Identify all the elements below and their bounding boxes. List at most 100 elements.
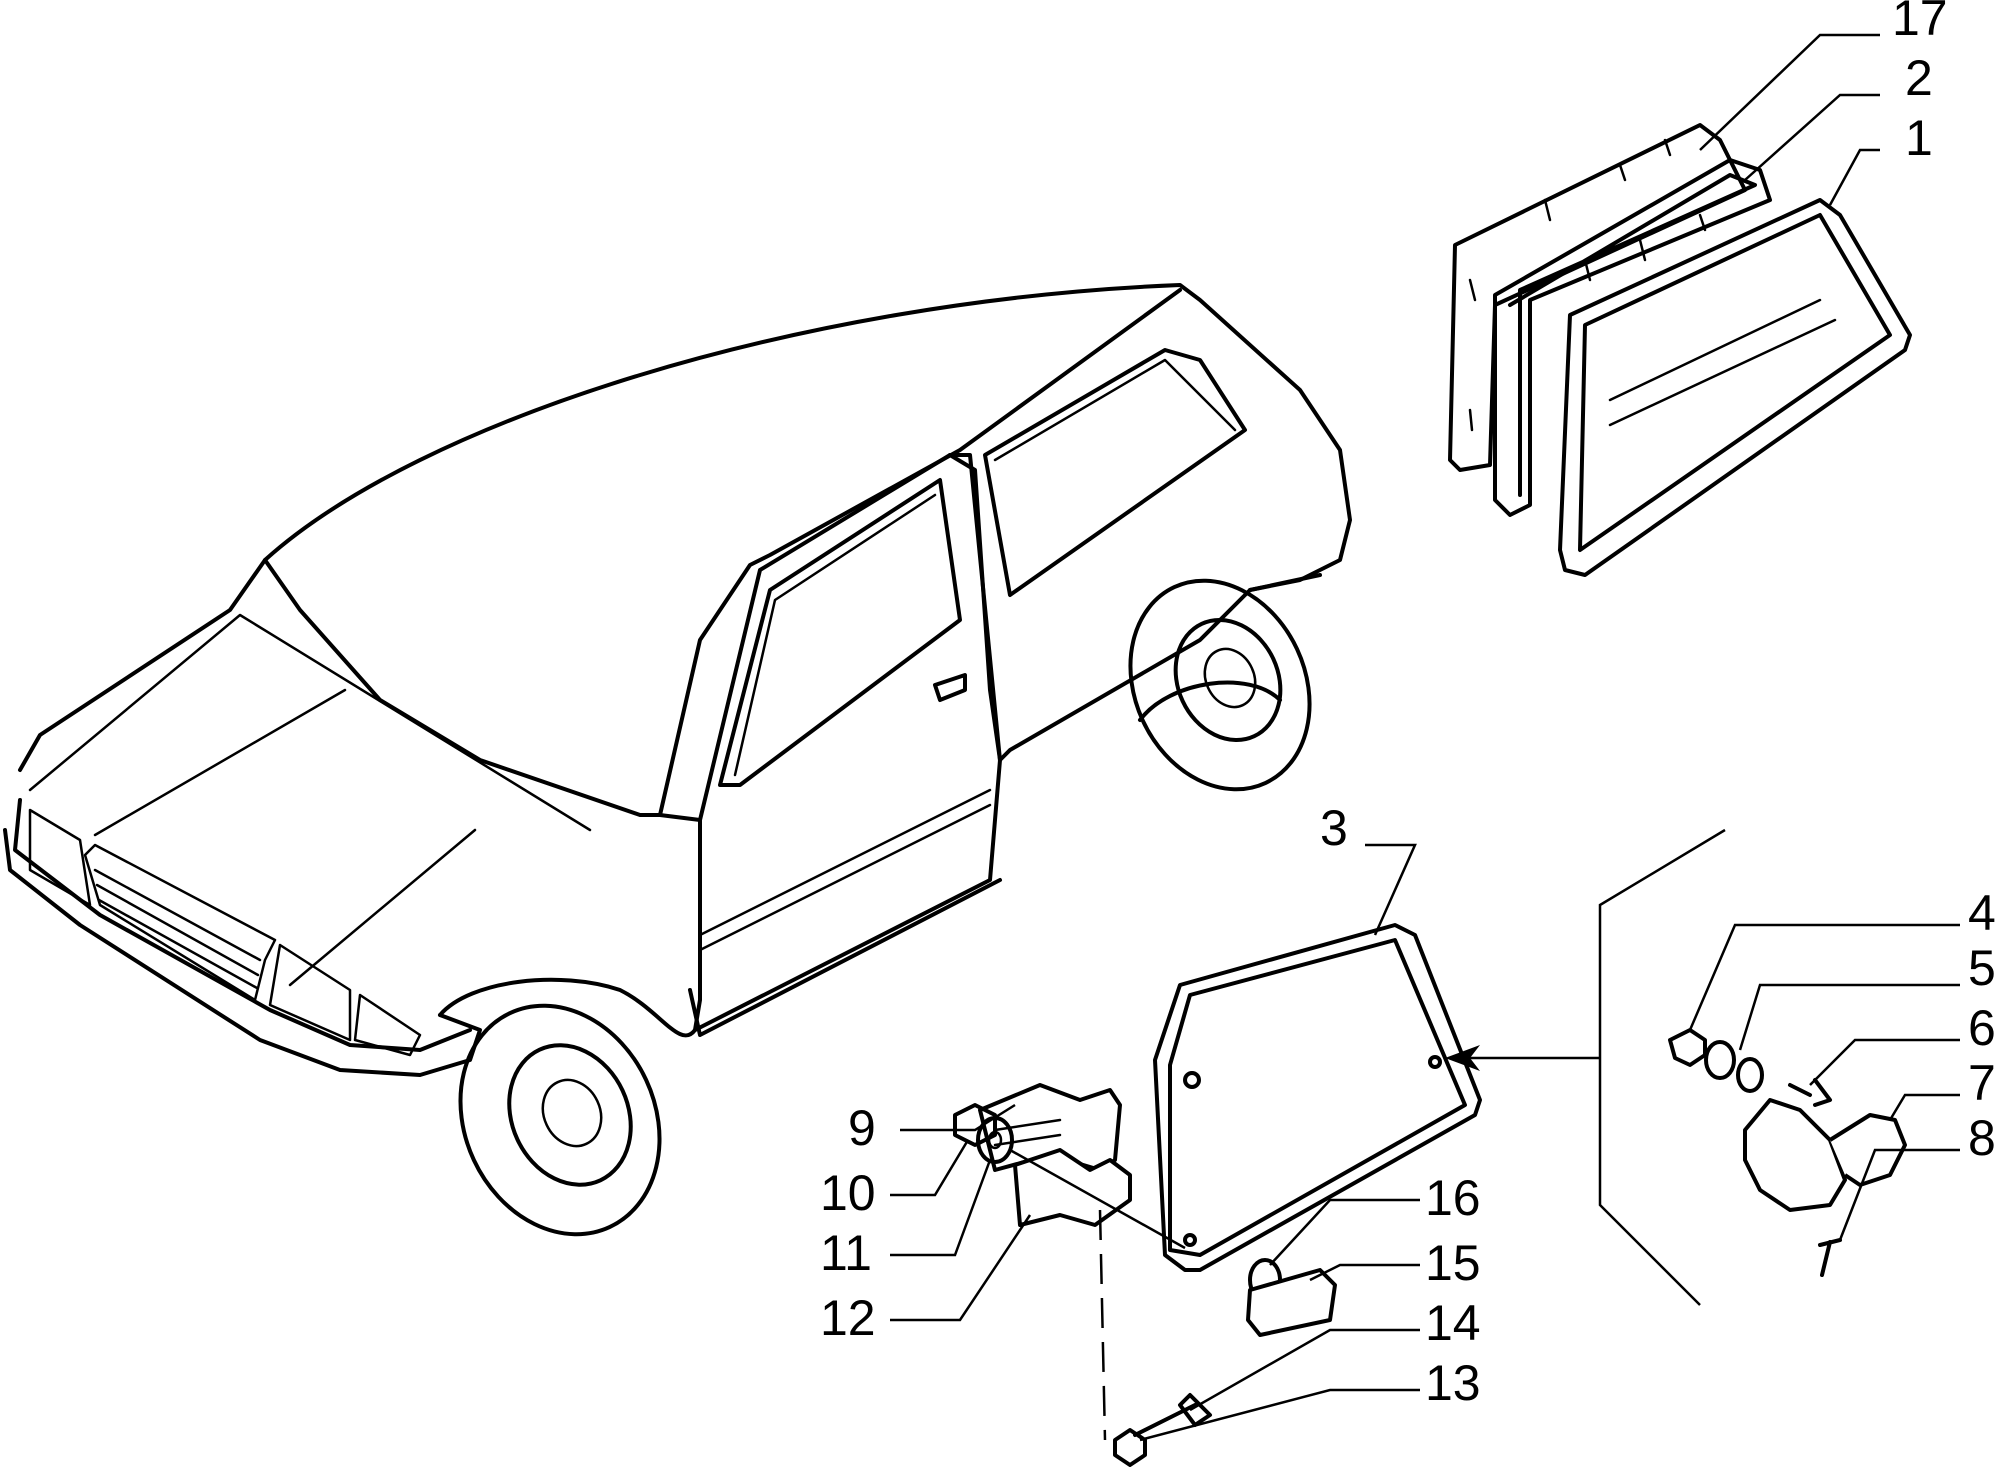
car-headlight-left bbox=[28, 808, 92, 907]
callout-10: 10 bbox=[820, 1165, 876, 1221]
leader-11 bbox=[890, 1159, 992, 1257]
leader-17 bbox=[1699, 33, 1880, 151]
callout-17: 17 bbox=[1892, 0, 1948, 46]
callout-16: 16 bbox=[1425, 1170, 1481, 1226]
leader-1 bbox=[1828, 148, 1880, 206]
nut-13 bbox=[1113, 1428, 1147, 1467]
frame-1 bbox=[1558, 198, 1912, 577]
car-a-pillar bbox=[658, 453, 1002, 822]
latch-parts bbox=[1668, 1028, 1907, 1277]
callout-5: 5 bbox=[1968, 940, 1996, 996]
car-hood bbox=[18, 288, 1182, 817]
assembly-line-bolt bbox=[1098, 1209, 1107, 1441]
callout-7: 7 bbox=[1968, 1055, 1996, 1111]
leader-7 bbox=[1888, 1093, 1960, 1121]
car-rear-tire bbox=[1128, 578, 1312, 792]
car-side-moulding bbox=[698, 788, 992, 952]
leader-lines bbox=[890, 33, 1960, 1442]
latch-body-7 bbox=[1743, 1098, 1847, 1212]
assembly-line-washer bbox=[1009, 1148, 1186, 1250]
car-rear-side-window bbox=[983, 348, 1247, 597]
callout-4: 4 bbox=[1968, 885, 1996, 941]
car-rear-wheel-arch bbox=[1138, 680, 1282, 722]
car-illustration bbox=[3, 283, 1352, 1237]
car-front-tire bbox=[458, 1003, 662, 1237]
callout-11: 11 bbox=[820, 1225, 872, 1281]
cap-15 bbox=[1246, 1268, 1337, 1337]
callout-12: 12 bbox=[820, 1290, 876, 1346]
side-panel-3 bbox=[1153, 923, 1482, 1272]
window-assembly bbox=[1448, 123, 1912, 577]
callout-6: 6 bbox=[1968, 1000, 1996, 1056]
callout-3: 3 bbox=[1320, 800, 1348, 856]
detail-arrow-head bbox=[1445, 1045, 1480, 1071]
car-front-wheel-rim bbox=[507, 1043, 633, 1187]
glass-pane-17-streaks bbox=[1468, 138, 1672, 432]
window-seal-2 bbox=[1493, 158, 1772, 517]
side-panel-assembly bbox=[1153, 923, 1600, 1272]
side-panel-3-inner bbox=[1168, 938, 1467, 1257]
leader-12 bbox=[890, 1214, 1032, 1322]
washer-11-hole bbox=[987, 1130, 1003, 1150]
panel-hole-lower bbox=[1183, 1233, 1197, 1247]
window-seal-2-inner bbox=[1508, 173, 1757, 497]
car-door-window-inner bbox=[733, 493, 937, 777]
panel-hole-right bbox=[1428, 1055, 1442, 1069]
car-b-pillar bbox=[948, 453, 1002, 762]
callout-labels: 17 2 1 3 4 5 6 7 8 9 10 11 12 13 14 15 1… bbox=[820, 0, 1996, 1411]
leader-3 bbox=[1365, 843, 1417, 936]
panel-hole-upper bbox=[1183, 1071, 1201, 1089]
car-door-bottom bbox=[693, 758, 1002, 1032]
leader-6 bbox=[1809, 1038, 1960, 1086]
callout-9: 9 bbox=[848, 1100, 876, 1156]
leader-4 bbox=[1688, 923, 1960, 1031]
car-rear-hub bbox=[1203, 647, 1257, 709]
leader-2 bbox=[1744, 93, 1880, 181]
knob-4 bbox=[1668, 1028, 1707, 1067]
frame-1-glass-line bbox=[1608, 298, 1837, 427]
car-door-window bbox=[718, 478, 962, 787]
car-rear-wheel-rim bbox=[1173, 617, 1283, 743]
detail-bracket bbox=[1598, 828, 1726, 1306]
leader-10 bbox=[890, 1139, 970, 1197]
leader-15 bbox=[1309, 1263, 1420, 1282]
car-grille-slats bbox=[93, 868, 262, 990]
callout-2: 2 bbox=[1905, 50, 1933, 106]
washer-5b bbox=[1736, 1057, 1764, 1093]
latch-handle-7 bbox=[1828, 1113, 1907, 1187]
leader-16 bbox=[1269, 1198, 1420, 1266]
bolt-14 bbox=[1133, 1393, 1212, 1437]
car-hood-line-2 bbox=[288, 828, 477, 987]
leader-14 bbox=[1189, 1328, 1420, 1412]
screw-8 bbox=[1818, 1238, 1842, 1277]
car-front-face bbox=[13, 798, 472, 1052]
car-grille bbox=[83, 843, 277, 1002]
callout-1: 1 bbox=[1905, 110, 1933, 166]
leader-9 bbox=[900, 1103, 1016, 1132]
car-rear-side-window-inner bbox=[993, 358, 1237, 462]
callout-15: 15 bbox=[1425, 1235, 1481, 1291]
car-door-handle bbox=[933, 673, 967, 702]
car-front-hub bbox=[541, 1078, 603, 1148]
screw-6 bbox=[1788, 1078, 1832, 1107]
car-sill bbox=[688, 878, 1002, 1037]
car-roofline bbox=[263, 283, 1352, 592]
cover-9-ribs bbox=[993, 1118, 1062, 1147]
leader-13 bbox=[1139, 1388, 1420, 1442]
car-front-wheel-arch bbox=[438, 977, 697, 1038]
callout-8: 8 bbox=[1968, 1110, 1996, 1166]
leader-8 bbox=[1838, 1148, 1960, 1241]
callout-13: 13 bbox=[1425, 1355, 1481, 1411]
car-front-bumper bbox=[3, 828, 482, 1077]
car-rear-quarter bbox=[998, 573, 1322, 762]
callout-14: 14 bbox=[1425, 1295, 1481, 1351]
frame-1-inner bbox=[1578, 213, 1892, 552]
nut-10 bbox=[953, 1103, 997, 1147]
window-seal-2-streaks bbox=[1583, 213, 1707, 282]
car-hood-line bbox=[93, 688, 347, 837]
washer-5 bbox=[1704, 1040, 1736, 1080]
hinge-parts bbox=[953, 1083, 1337, 1467]
leader-5 bbox=[1738, 983, 1960, 1051]
